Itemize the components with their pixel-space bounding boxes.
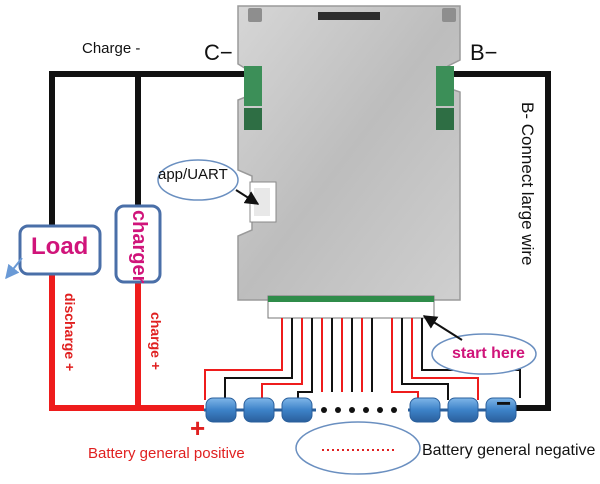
battery-cell bbox=[447, 397, 479, 423]
battery-cells bbox=[204, 397, 517, 423]
battery-positive-label: Battery general positive bbox=[88, 445, 245, 462]
b-minus-wire bbox=[454, 71, 551, 411]
charger-label: charger bbox=[128, 210, 150, 284]
bms-board bbox=[237, 5, 461, 319]
discharge-positive-wire bbox=[49, 274, 204, 411]
charge-negative-label: Charge - bbox=[82, 40, 141, 57]
start-here-label: start here bbox=[452, 345, 525, 362]
battery-cell bbox=[243, 397, 275, 423]
cell-ellipsis-dots bbox=[321, 407, 397, 413]
negative-wiring bbox=[49, 71, 551, 411]
uart-arrow bbox=[235, 189, 260, 205]
battery-cell bbox=[281, 397, 313, 423]
c-minus-pad bbox=[244, 66, 262, 106]
start-here-arrow bbox=[422, 315, 463, 341]
positive-terminal-sign: + bbox=[190, 413, 206, 443]
start-here-callout bbox=[431, 333, 537, 375]
load-negative-wire bbox=[49, 71, 244, 228]
app-uart-callout bbox=[157, 159, 239, 201]
b-connect-wire-label: B- Connect large wire bbox=[518, 102, 537, 266]
battery-range-callout bbox=[295, 421, 421, 475]
c-minus-label: C− bbox=[204, 40, 233, 65]
battery-negative-label: Battery general negative bbox=[422, 442, 596, 459]
charge-positive-label: charge + bbox=[148, 312, 164, 370]
battery-cell bbox=[409, 397, 441, 423]
load-box bbox=[18, 224, 102, 276]
b-minus-label: B− bbox=[470, 40, 498, 65]
load-arrow bbox=[5, 257, 23, 280]
positive-wiring bbox=[49, 274, 204, 411]
discharge-positive-label: discharge + bbox=[62, 293, 78, 372]
charger-box bbox=[114, 204, 162, 284]
balance-leads bbox=[204, 318, 521, 400]
battery-cell bbox=[485, 397, 517, 423]
battery-cell bbox=[205, 397, 237, 423]
top-connector bbox=[318, 12, 380, 20]
negative-terminal-sign: − bbox=[496, 388, 512, 418]
load-label: Load bbox=[31, 233, 89, 260]
b-minus-pad bbox=[436, 66, 454, 106]
app-uart-label: app/UART bbox=[158, 166, 228, 183]
